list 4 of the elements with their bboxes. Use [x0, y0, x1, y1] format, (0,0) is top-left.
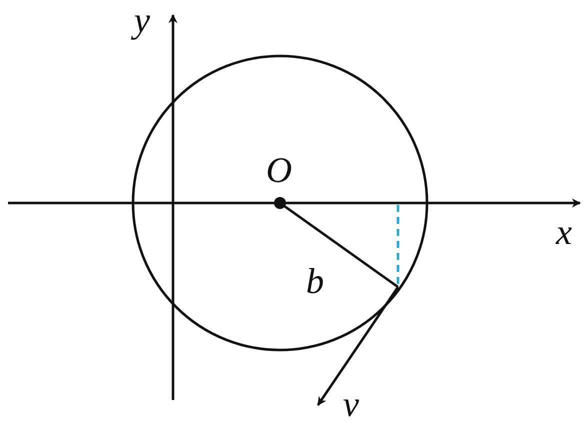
- origin-label: O: [266, 152, 292, 188]
- velocity-label: v: [343, 386, 359, 422]
- radius-label: b: [306, 263, 324, 299]
- axis-label: x: [556, 214, 572, 250]
